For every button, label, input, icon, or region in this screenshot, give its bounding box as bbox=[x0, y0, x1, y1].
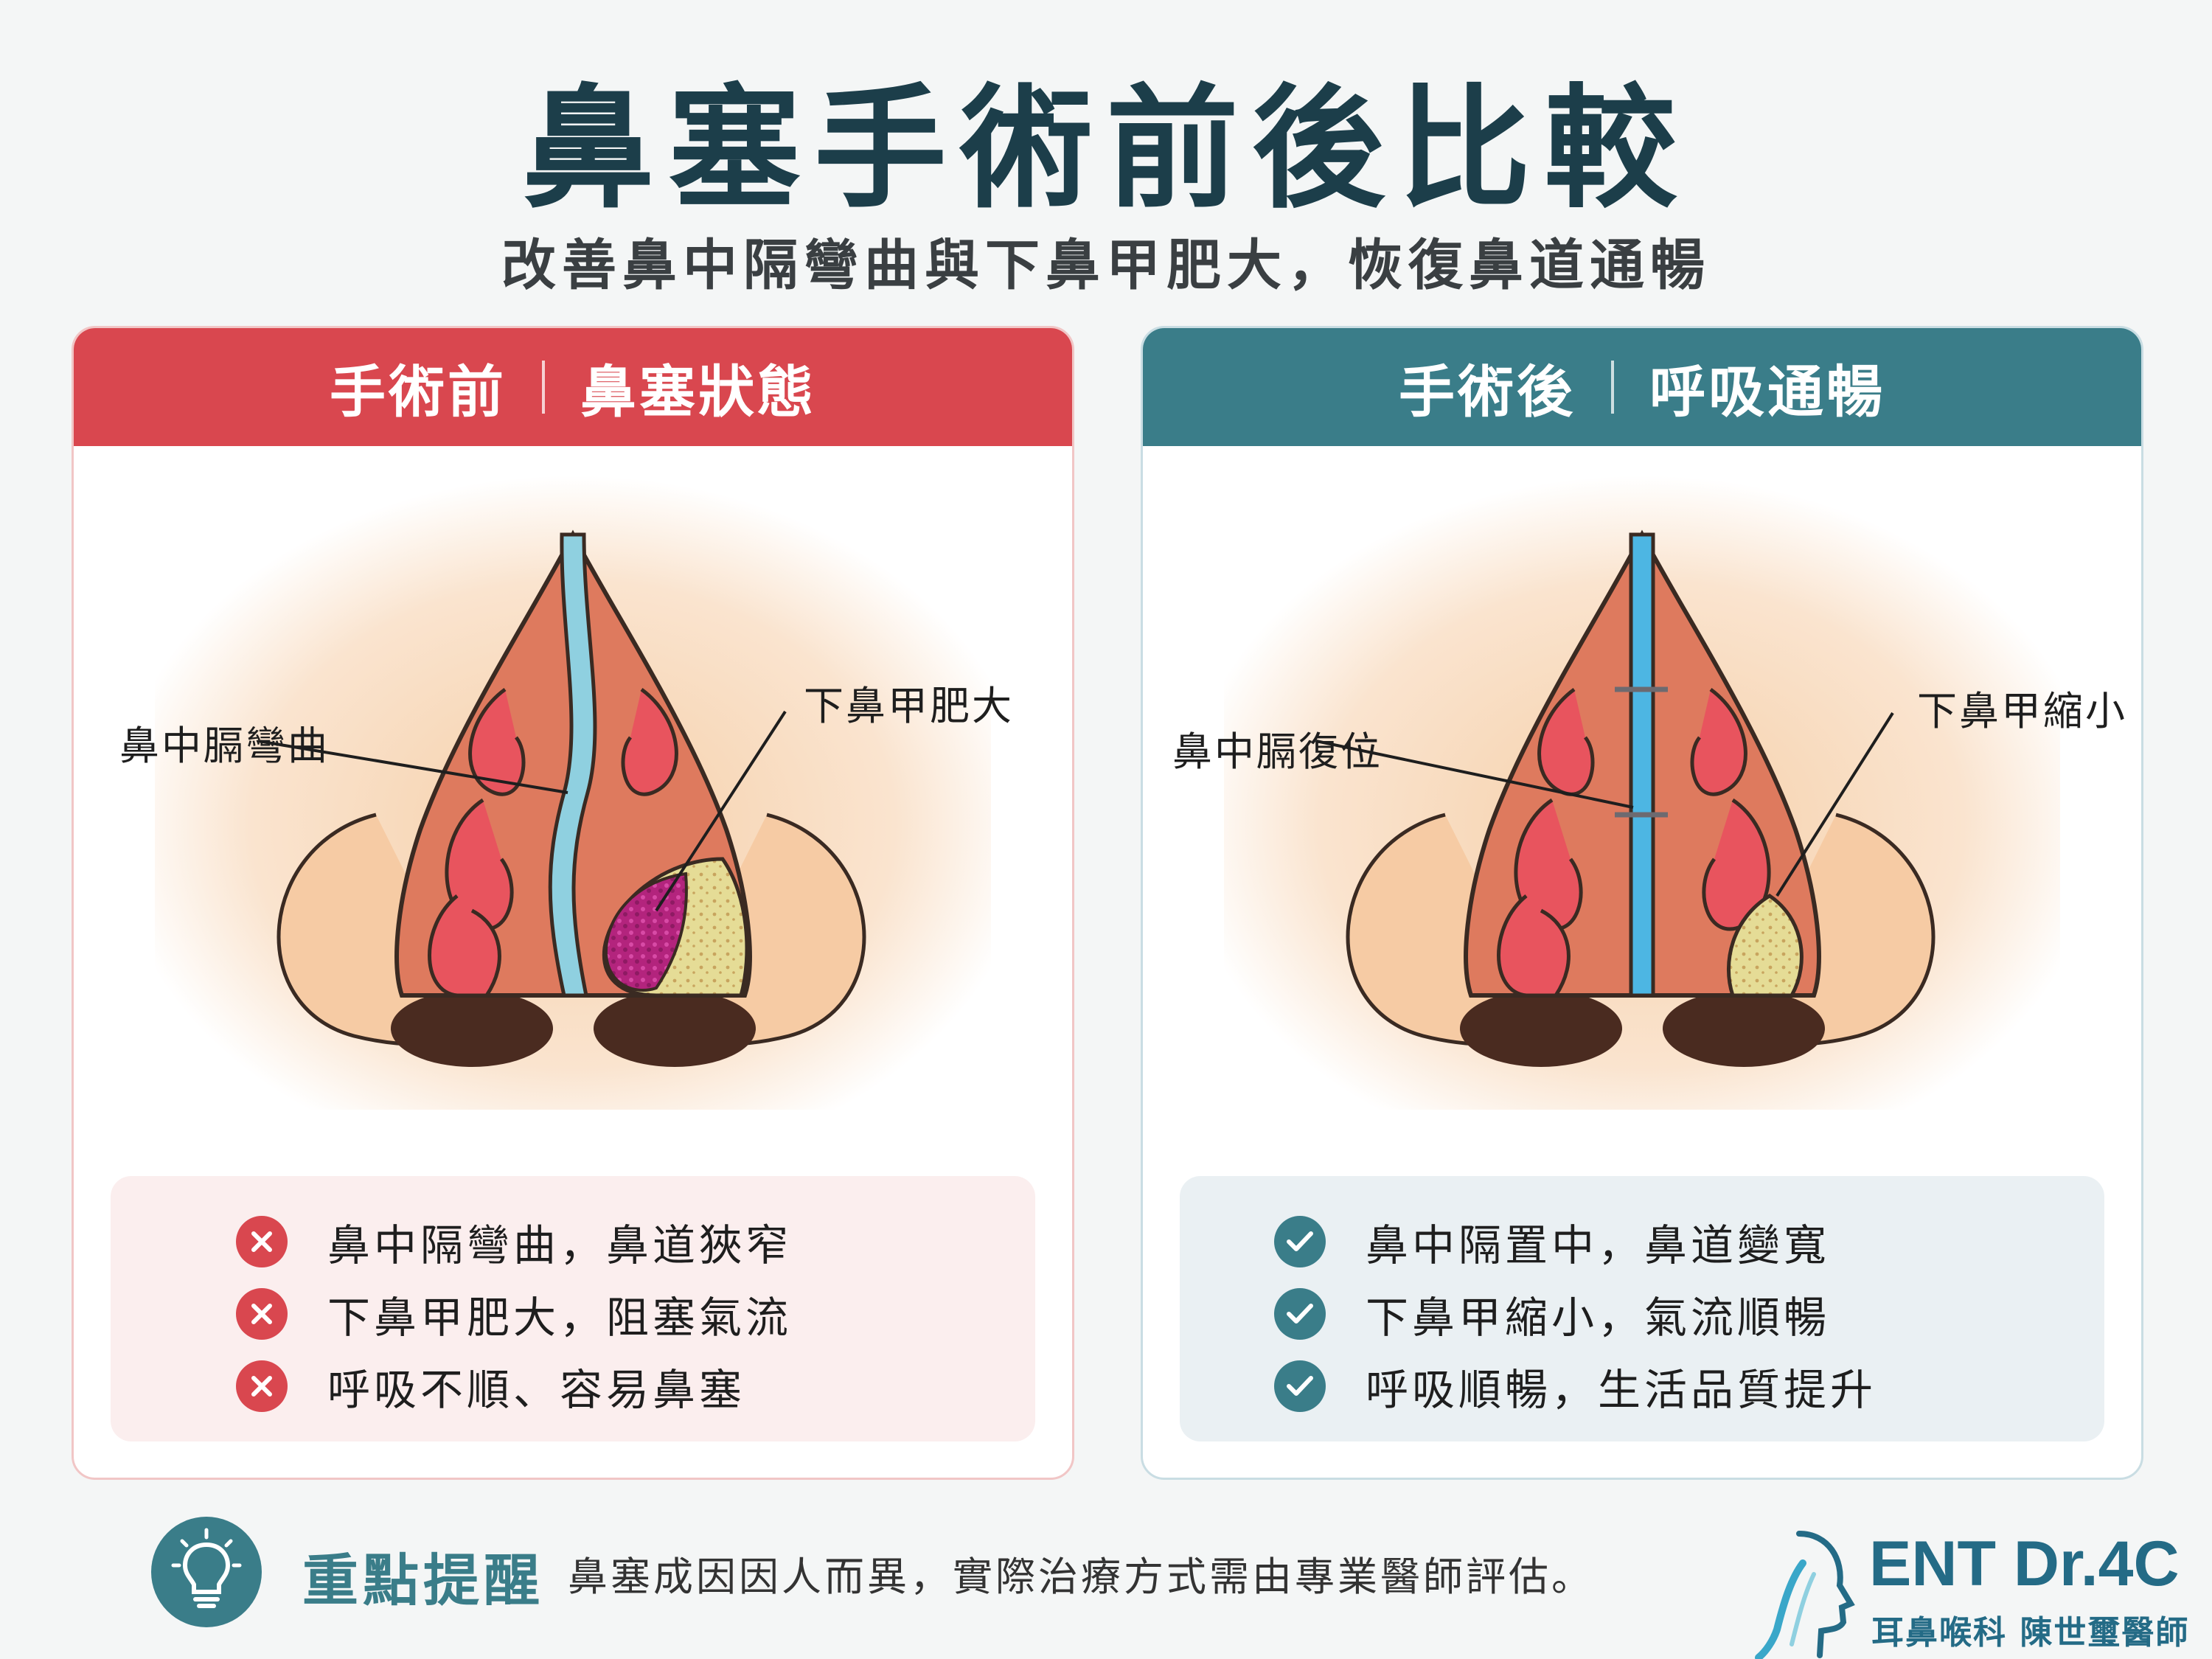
deviated-septum bbox=[548, 532, 597, 998]
after-findings-box: 鼻中隔置中，鼻道變寬 下鼻甲縮小，氣流順暢 呼吸順暢，生活品質提升 bbox=[1180, 1176, 2104, 1441]
reminder-text: 鼻塞成因因人而異，實際治療方式需由專業醫師評估。 bbox=[568, 1554, 1594, 1600]
list-item-text: 下鼻甲縮小，氣流順暢 bbox=[1366, 1293, 1831, 1343]
before-turbinate-label: 下鼻甲肥大 bbox=[804, 683, 1014, 729]
header-divider bbox=[1611, 361, 1614, 414]
list-item: 呼吸順暢，生活品質提升 bbox=[1180, 1350, 2104, 1422]
before-findings-box: 鼻中隔彎曲，鼻道狹窄 下鼻甲肥大，阻塞氣流 呼吸不順、容易鼻塞 bbox=[111, 1176, 1035, 1441]
list-item-text: 鼻中隔彎曲，鼻道狹窄 bbox=[327, 1220, 793, 1270]
page-title: 鼻塞手術前後比較 bbox=[521, 72, 1690, 226]
before-panel: 手術前 鼻塞狀態 bbox=[72, 326, 1074, 1480]
reminder-label: 重點提醒 bbox=[302, 1548, 544, 1613]
brand-name: ENT Dr.4C bbox=[1869, 1528, 2180, 1599]
lightbulb-icon bbox=[151, 1517, 262, 1627]
before-septum-label: 鼻中膈彎曲 bbox=[119, 723, 330, 769]
after-turbinate-label: 下鼻甲縮小 bbox=[1917, 688, 2127, 734]
left-nostril bbox=[391, 990, 553, 1067]
list-item-text: 呼吸順暢，生活品質提升 bbox=[1366, 1365, 1877, 1415]
list-item-text: 下鼻甲肥大，阻塞氣流 bbox=[327, 1293, 793, 1343]
head-profile-logo bbox=[1755, 1531, 1855, 1659]
after-nose-diagram bbox=[1224, 476, 2060, 1110]
list-item: 鼻中隔彎曲，鼻道狹窄 bbox=[111, 1206, 1035, 1278]
list-item: 鼻中隔置中，鼻道變寬 bbox=[1180, 1206, 2104, 1278]
brand-subtitle: 耳鼻喉科 陳世璽醫師 bbox=[1871, 1614, 2190, 1652]
septum-leader-line bbox=[257, 740, 568, 794]
right-upper-turbinate bbox=[1690, 687, 1747, 796]
left-upper-turbinate bbox=[468, 687, 526, 796]
list-item: 呼吸不順、容易鼻塞 bbox=[111, 1350, 1035, 1422]
reduced-turbinate bbox=[1726, 894, 1804, 998]
left-lower-turbinate bbox=[428, 894, 501, 998]
turbinate-leader-line bbox=[655, 710, 787, 912]
after-panel: 手術後 呼吸通暢 bbox=[1141, 326, 2143, 1480]
check-circle-icon bbox=[1274, 1288, 1326, 1340]
right-nostril bbox=[594, 990, 756, 1067]
after-header-right: 呼吸通暢 bbox=[1649, 359, 1885, 425]
right-upper-turbinate bbox=[621, 687, 678, 796]
left-lower-turbinate bbox=[1497, 894, 1571, 998]
septum-leader-line bbox=[1315, 740, 1634, 809]
right-turbinate-swelling bbox=[604, 872, 688, 992]
after-panel-header: 手術後 呼吸通暢 bbox=[1143, 328, 2141, 446]
straight-septum bbox=[1629, 532, 1655, 998]
check-circle-icon bbox=[1274, 1360, 1326, 1412]
header-divider bbox=[542, 361, 545, 414]
list-item-text: 鼻中隔置中，鼻道變寬 bbox=[1366, 1220, 1831, 1270]
before-header-left: 手術前 bbox=[330, 359, 507, 425]
after-header-left: 手術後 bbox=[1399, 359, 1576, 425]
x-circle-icon bbox=[236, 1216, 288, 1267]
before-header-right: 鼻塞狀態 bbox=[580, 359, 816, 425]
left-nostril bbox=[1460, 990, 1622, 1067]
turbinate-leader-line bbox=[1775, 712, 1894, 897]
x-circle-icon bbox=[236, 1288, 288, 1340]
before-panel-header: 手術前 鼻塞狀態 bbox=[74, 328, 1072, 446]
list-item: 下鼻甲縮小，氣流順暢 bbox=[1180, 1278, 2104, 1350]
list-item: 下鼻甲肥大，阻塞氣流 bbox=[111, 1278, 1035, 1350]
page-subtitle: 改善鼻中隔彎曲與下鼻甲肥大，恢復鼻道通暢 bbox=[501, 234, 1711, 297]
right-nostril bbox=[1663, 990, 1825, 1067]
check-circle-icon bbox=[1274, 1216, 1326, 1267]
before-nose-diagram bbox=[155, 476, 991, 1110]
x-circle-icon bbox=[236, 1360, 288, 1412]
after-septum-label: 鼻中膈復位 bbox=[1172, 728, 1382, 775]
list-item-text: 呼吸不順、容易鼻塞 bbox=[327, 1365, 746, 1415]
